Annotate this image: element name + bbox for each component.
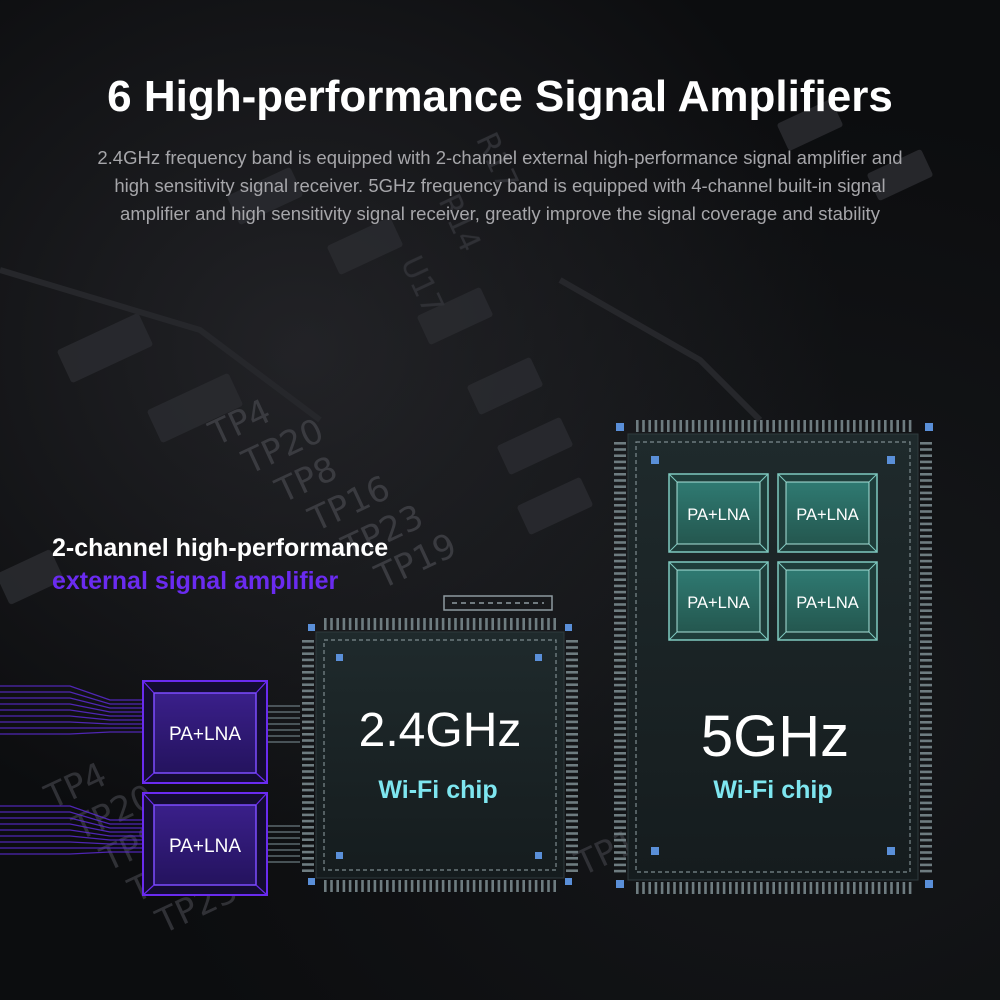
chip-5ghz: PA+LNA PA+LNA PA+LNA PA+LNA 5GHz Wi-Fi chip [614, 420, 933, 894]
chip-2-4ghz: 2.4GHz Wi-Fi chip [302, 618, 578, 892]
signal-trace [0, 685, 146, 701]
chip-5ghz-band: 5GHz [701, 704, 849, 769]
callout-line-1: 2-channel high-performance [52, 534, 389, 562]
signal-trace [0, 691, 146, 705]
signal-trace [0, 731, 146, 735]
signal-trace [0, 841, 146, 845]
signal-trace [0, 721, 146, 725]
page-title: 6 High-performance Signal Amplifiers [107, 72, 893, 121]
external-amp-callout: 2-channel high-performance external sign… [52, 532, 388, 598]
signal-trace [0, 823, 146, 833]
chip-2-4ghz-caption: Wi-Fi chip [378, 776, 497, 804]
chip-5ghz-caption: Wi-Fi chip [713, 776, 832, 804]
signal-trace [0, 715, 146, 721]
internal-amp: PA+LNA [777, 561, 878, 641]
signal-trace [0, 805, 146, 821]
internal-amp-label: PA+LNA [796, 506, 859, 524]
signal-trace [0, 697, 146, 709]
signal-trace [0, 709, 146, 717]
internal-amp-label: PA+LNA [796, 594, 859, 612]
internal-amp: PA+LNA [668, 561, 769, 641]
internal-amp-label: PA+LNA [687, 506, 750, 524]
internal-amp-label: PA+LNA [687, 594, 750, 612]
external-amp: PA+LNA [142, 792, 268, 896]
external-amp-label: PA+LNA [169, 724, 241, 745]
callout-line-2: external signal amplifier [52, 567, 339, 595]
external-amp-label: PA+LNA [169, 836, 241, 857]
signal-trace [0, 817, 146, 829]
signal-trace [0, 835, 146, 841]
chip-2-4ghz-band: 2.4GHz [359, 704, 522, 757]
feature-description: 2.4GHz frequency band is equipped with 2… [97, 147, 903, 224]
connector-strip [443, 595, 553, 611]
signal-trace [0, 851, 146, 855]
signal-trace [0, 829, 146, 837]
external-amplifiers: PA+LNA PA+LNA [142, 680, 268, 896]
signal-trace [0, 703, 146, 713]
signal-trace [0, 811, 146, 825]
internal-amp: PA+LNA [668, 473, 769, 553]
external-amp: PA+LNA [142, 680, 268, 784]
signal-traces [0, 685, 300, 863]
internal-amp: PA+LNA [777, 473, 878, 553]
